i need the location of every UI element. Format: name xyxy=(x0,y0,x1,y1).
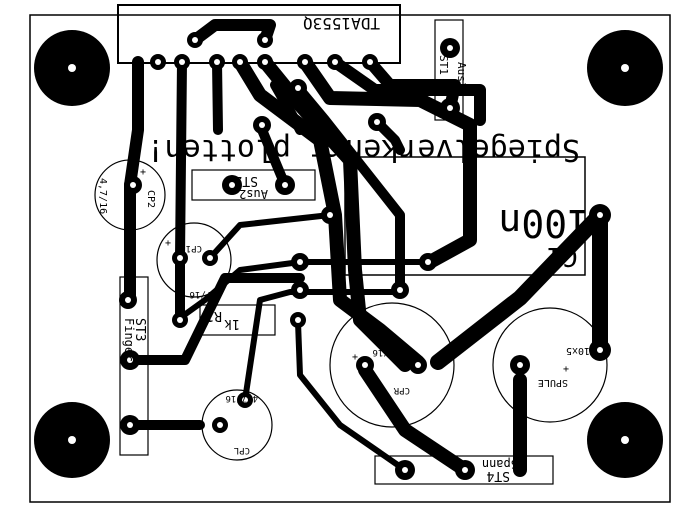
st2-sub-label: Aus2 xyxy=(239,187,268,201)
st1-label: ST1 xyxy=(437,55,450,75)
cpr-plus-sign: + xyxy=(352,352,358,363)
copper-traces xyxy=(124,19,608,477)
mirror-title: Spiegelverkehrt plotten! xyxy=(147,132,580,167)
c1-value-label: 100n xyxy=(498,201,590,245)
silkscreen-labels: TDA1553Q Spiegelverkehrt plotten! 100n C… xyxy=(97,14,590,483)
c1-ref-label: C1 xyxy=(547,241,578,271)
cp1-outline xyxy=(156,222,232,298)
st3-sub-label: Finger xyxy=(122,318,136,361)
st1-sub-label: Aus1 xyxy=(455,62,468,89)
st4-body xyxy=(374,455,554,485)
spule-label: SPULE xyxy=(538,377,568,388)
cp1-value: 4,7/16 xyxy=(189,289,222,299)
spule-value: 10x5 xyxy=(566,345,590,356)
cpr-outline xyxy=(329,302,455,428)
st3-label: ST3 xyxy=(132,318,147,341)
ic-label: TDA1553Q xyxy=(303,14,380,33)
cpr-value: 100/16 xyxy=(372,347,405,357)
st4-sub-label: Spann xyxy=(482,457,518,471)
cp2-label: CP2 xyxy=(145,190,156,208)
cp2-plus-sign: + xyxy=(140,167,146,178)
cp2-value: 4,7/16 xyxy=(97,178,108,214)
cp1-label: CP1 xyxy=(186,243,202,253)
r1-label: R1 xyxy=(206,308,222,323)
cpl-label: CPL xyxy=(234,445,250,455)
cpl-value: 4,7/16 xyxy=(225,393,258,403)
r1-value: 1k xyxy=(224,316,240,331)
cp1-plus-sign: + xyxy=(165,238,171,249)
board-outline xyxy=(29,14,671,503)
ic-tda-body xyxy=(117,4,401,64)
mounting-holes xyxy=(34,30,663,478)
st4-label: ST4 xyxy=(486,468,510,483)
st2-label: ST2 xyxy=(235,173,258,188)
spule-outline xyxy=(492,307,608,423)
st2-body xyxy=(191,169,316,201)
spule-plus-sign: + xyxy=(563,364,569,375)
cpr-label: CPR xyxy=(393,385,410,395)
